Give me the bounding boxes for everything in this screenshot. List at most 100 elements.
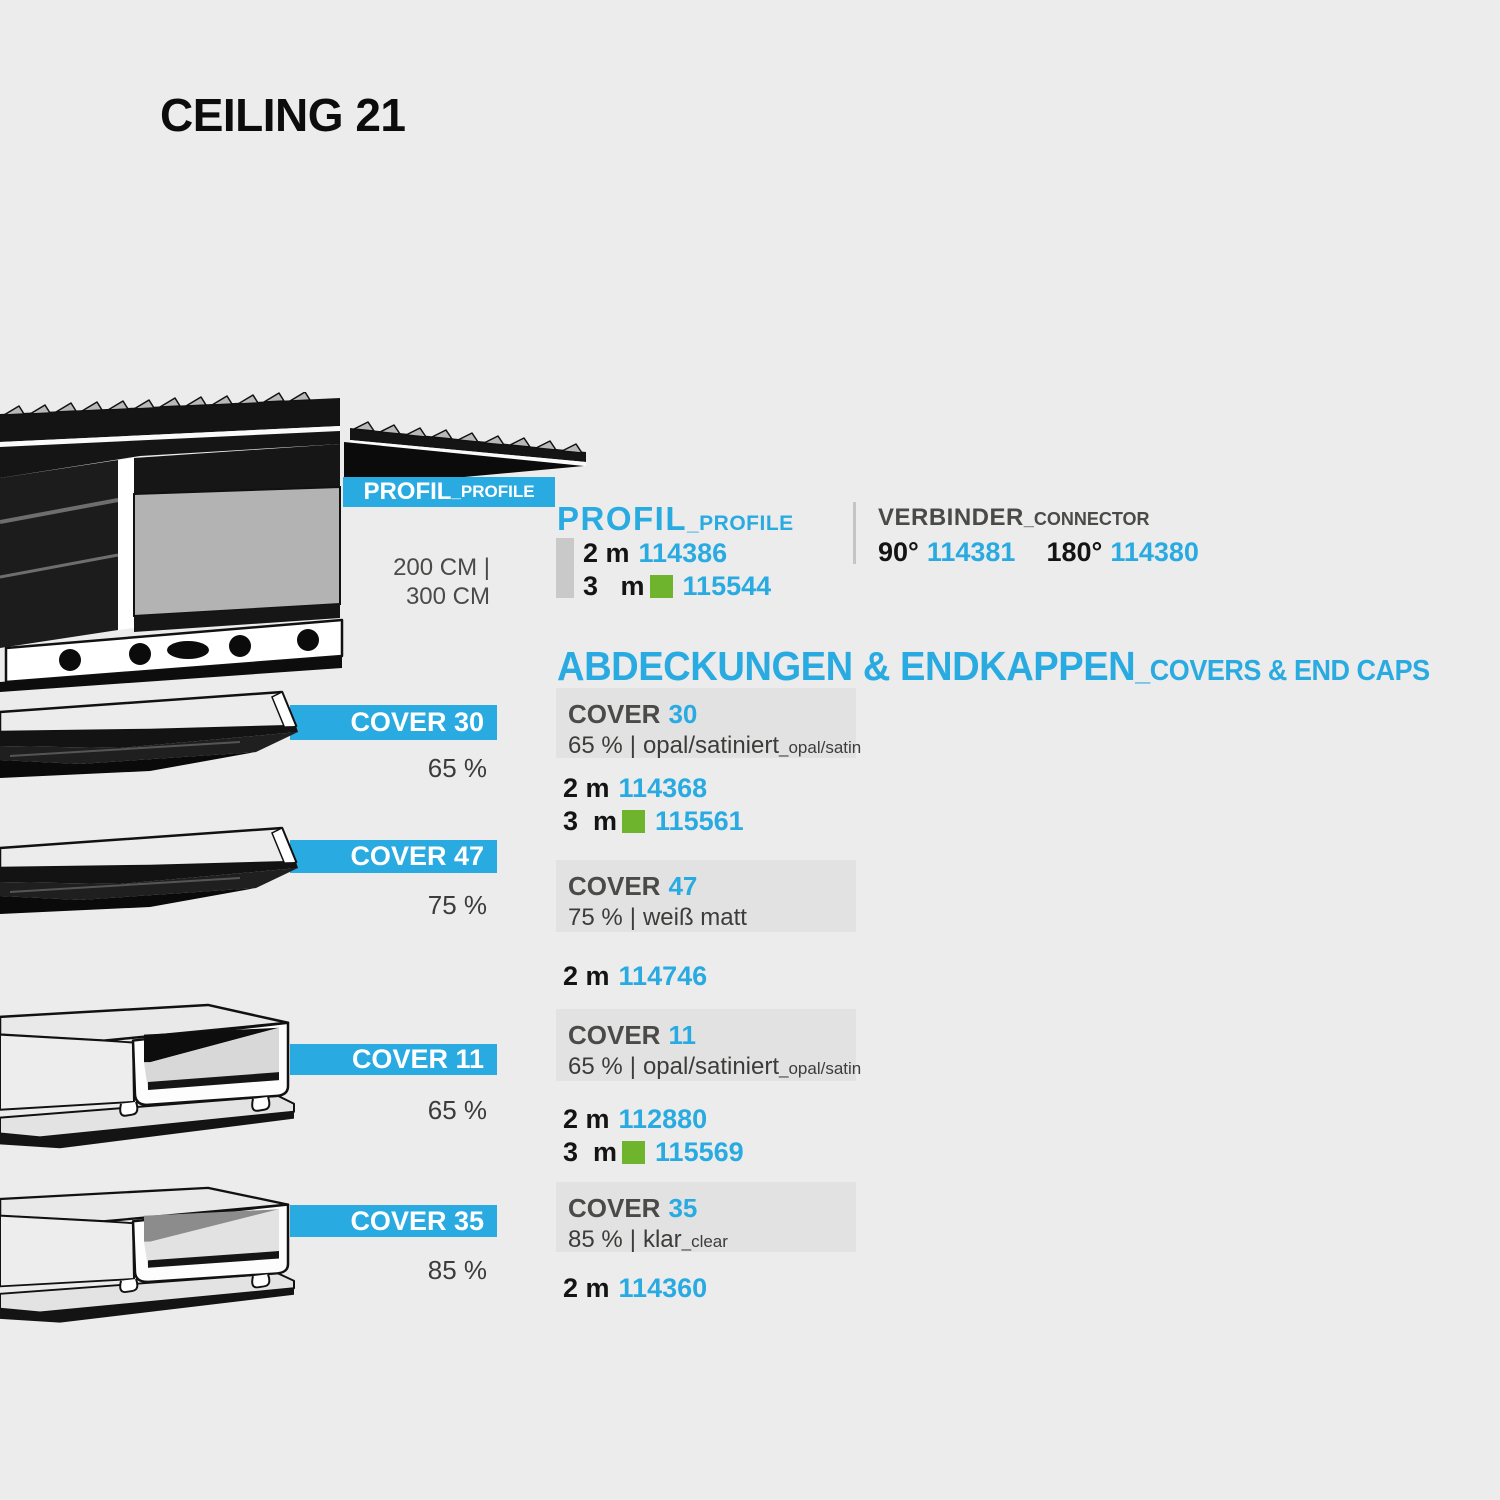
transmission-value: 65 %	[568, 732, 623, 759]
finish-name: klar	[642, 1226, 682, 1253]
separator: |	[629, 1053, 636, 1080]
cover-30-finish: 65 %|opal/satiniert_opal/satin	[568, 732, 861, 760]
length-label: 2 m	[583, 538, 630, 568]
finish-name: opal/satiniert	[642, 1053, 780, 1080]
length-label: 3 m	[563, 1137, 618, 1167]
cover-47-finish: 75 %|weiß matt	[568, 904, 856, 932]
sku-number: 115561	[655, 806, 744, 836]
separator: |	[629, 1226, 636, 1253]
length-label: 2 m	[563, 773, 610, 803]
sku-number: 114381	[926, 537, 1016, 567]
section-divider	[853, 502, 856, 564]
transmission-value: 85 %	[568, 1226, 623, 1253]
cover-number: 30	[668, 699, 698, 729]
sku-number: 115544	[682, 571, 772, 601]
cover-47-banner-label: COVER 47	[350, 841, 484, 871]
cover-label: COVER	[568, 699, 661, 729]
sku-number: 114368	[618, 773, 708, 803]
profil-sku-row: 3 m 115544	[583, 570, 771, 603]
cover-11-drawing	[0, 1003, 295, 1149]
profile-banner-label: PROFIL	[363, 478, 452, 505]
cover-35-finish: 85 %|klar_clear	[568, 1226, 856, 1254]
cover-number: 35	[668, 1193, 698, 1223]
cover-47-sku-list: 2 m 114746	[563, 960, 707, 993]
separator: |	[629, 904, 636, 931]
length-label: 2 m	[563, 1104, 610, 1134]
cover-30-banner-label: COVER 30	[350, 707, 484, 737]
connector-angle: 180°	[1046, 537, 1103, 567]
length-label: 3 m	[583, 571, 645, 601]
length-label: 2 m	[563, 961, 610, 991]
sku-number: 115569	[655, 1137, 744, 1167]
transmission-value: 75 %	[568, 904, 623, 931]
new-item-icon	[622, 810, 646, 833]
connector-heading-sub: _CONNECTOR	[1023, 509, 1150, 529]
covers-section-heading: ABDECKUNGEN & ENDKAPPEN_COVERS & END CAP…	[557, 643, 1430, 690]
cover-35-banner-label: COVER 35	[350, 1205, 484, 1236]
sku-number: 114746	[618, 961, 708, 991]
finish-name-en: _clear	[681, 1232, 728, 1251]
profil-sku-list: 2 m 114386 3 m 115544	[583, 537, 771, 603]
cover-label: COVER	[568, 871, 661, 901]
profile-banner: PROFIL_PROFILE	[343, 477, 555, 507]
cover-47-transmission: 75 %	[427, 890, 487, 920]
cover-30-banner: COVER 30	[290, 705, 497, 740]
cover-number: 11	[668, 1020, 696, 1050]
finish-name-en: _opal/satin	[779, 738, 862, 757]
cover-11-sku-list: 2 m 112880 3 m 115569	[563, 1103, 744, 1169]
length-label: 3 m	[563, 806, 618, 836]
new-item-icon	[622, 1141, 646, 1164]
cover-30-sku-list: 2 m 114368 3 m 115561	[563, 772, 744, 838]
connector-angle: 90°	[878, 537, 919, 567]
new-item-icon	[649, 575, 673, 598]
cover-sku-row: 3 m 115569	[563, 1136, 744, 1169]
cover-sku-row: 3 m 115561	[563, 805, 744, 838]
profil-heading-sub: _PROFILE	[687, 512, 794, 535]
profil-heading-main: PROFIL	[557, 500, 687, 537]
cover-30-transmission: 65 %	[427, 753, 487, 783]
cover-sku-row: 2 m 112880	[563, 1103, 744, 1136]
cover-sku-row: 2 m 114360	[563, 1272, 707, 1305]
sku-number: 114386	[638, 538, 728, 568]
connector-section-heading: VERBINDER_CONNECTOR	[878, 504, 1150, 532]
connector-sku-list: 90° 114381 180° 114380	[878, 537, 1199, 568]
sku-number: 112880	[618, 1104, 708, 1134]
cover-47-banner: COVER 47	[290, 840, 497, 873]
page-title: CEILING 21	[160, 89, 406, 141]
cover-30-drawing	[0, 690, 298, 778]
cover-sku-row: 2 m 114368	[563, 772, 744, 805]
profil-sku-row: 2 m 114386	[583, 537, 771, 570]
cover-number: 47	[668, 871, 698, 901]
cover-47-drawing	[0, 826, 298, 914]
separator: |	[629, 732, 636, 759]
length-label: 2 m	[563, 1273, 610, 1303]
transmission-value: 65 %	[568, 1053, 623, 1080]
covers-heading-main: ABDECKUNGEN & ENDKAPPEN	[557, 643, 1136, 689]
profil-section-heading: PROFIL_PROFILE	[557, 500, 794, 538]
profile-cross-section-drawing	[0, 392, 586, 692]
profile-swatch-bar	[556, 538, 574, 598]
cover-35-banner: COVER 35	[290, 1205, 497, 1237]
cover-11-banner-label: COVER 11	[351, 1044, 484, 1074]
cover-11-finish: 65 %|opal/satiniert_opal/satin	[568, 1053, 861, 1081]
finish-name-en: _opal/satin	[779, 1059, 862, 1078]
cover-35-sku-list: 2 m 114360	[563, 1272, 707, 1305]
profile-length-line1: 200 CM |	[393, 554, 490, 581]
profile-length-note: 200 CM | 300 CM	[330, 553, 490, 611]
connector-heading-main: VERBINDER	[878, 504, 1024, 531]
cover-label: COVER	[568, 1193, 661, 1223]
sku-number: 114380	[1110, 537, 1199, 567]
cover-35-transmission: 85 %	[427, 1255, 487, 1285]
profile-banner-sublabel: _PROFILE	[451, 482, 535, 501]
cover-sku-row: 2 m 114746	[563, 960, 707, 993]
cover-35-drawing	[0, 1186, 295, 1323]
